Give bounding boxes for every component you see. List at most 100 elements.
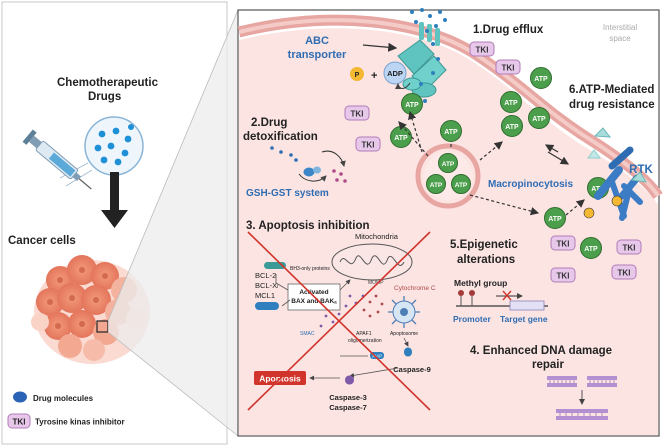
svg-text:oligomerization: oligomerization — [348, 338, 382, 344]
dna-repair-icon — [547, 376, 617, 420]
svg-text:ATP: ATP — [394, 135, 408, 142]
svg-text:TKI: TKI — [351, 110, 364, 119]
svg-text:TKI: TKI — [13, 418, 26, 427]
mechanism-5-label-line1: 5.Epigenetic — [450, 239, 518, 251]
svg-text:TKI: TKI — [618, 269, 631, 278]
svg-text:Caspase-7: Caspase-7 — [329, 403, 367, 412]
macropinocytosis-label: Macropinocytosis — [488, 179, 573, 190]
tki-3: TKI — [344, 105, 370, 121]
tki-2: TKI — [495, 59, 521, 75]
efflux-drug-dots — [410, 8, 447, 103]
cytoplasm — [239, 28, 658, 435]
zoom-wedge — [108, 10, 238, 436]
svg-text:ATP: ATP — [430, 182, 443, 189]
methyl-group-label: Methyl group — [454, 278, 507, 288]
legend: Drug molecules TKI Tyrosine kinas inhibi… — [7, 391, 125, 429]
drug-molecule-legend-icon — [13, 391, 27, 403]
tki-1: TKI — [469, 41, 495, 57]
svg-text:ADP: ADP — [387, 69, 403, 78]
mechanism-2-label-line2: detoxification — [243, 131, 318, 143]
atp-4: ATP — [501, 115, 523, 137]
cancer-cells-label: Cancer cells — [8, 235, 76, 247]
promoter-label: Promoter — [453, 314, 491, 324]
rtk-label: RTK — [629, 164, 653, 176]
abc-transporter-icon — [397, 22, 447, 98]
svg-text:BAX and BAKₐ: BAX and BAKₐ — [291, 298, 337, 305]
tki-4: TKI — [355, 136, 381, 152]
target-gene-label: Target gene — [500, 314, 548, 324]
svg-text:ATP: ATP — [442, 161, 455, 168]
svg-text:Apoptosome: Apoptosome — [390, 331, 418, 337]
mechanism-5-label-line2: alterations — [457, 254, 515, 266]
syringe-icon — [22, 129, 92, 190]
macropinosome-icon: ATP ATP ATP — [415, 143, 481, 209]
phosphate-icon — [350, 67, 364, 81]
svg-text:MCL1: MCL1 — [255, 291, 275, 300]
tki-6: TKI — [616, 239, 642, 255]
drug-dish-icon — [84, 116, 144, 176]
mechanism-3-label: 3. Apoptosis inhibition — [246, 220, 370, 232]
svg-text:TKI: TKI — [557, 240, 570, 249]
svg-text:BCL-2: BCL-2 — [255, 271, 276, 280]
apoptosome-icon — [388, 296, 420, 328]
atp-10: ATP — [580, 237, 602, 259]
svg-text:ATP: ATP — [405, 102, 419, 109]
svg-text:BCL-Xₗ: BCL-Xₗ — [255, 281, 278, 290]
svg-text:TKI: TKI — [476, 46, 489, 55]
mitochondria-icon — [331, 243, 413, 281]
apoptosis-pathway: Mitochondria BCL-2 BCL-Xₗ MCL1 BH3-only … — [247, 231, 436, 412]
down-arrow-icon — [101, 172, 128, 228]
svg-text:XIAP: XIAP — [372, 354, 382, 359]
svg-text:ATP: ATP — [532, 116, 546, 123]
svg-text:ATP: ATP — [444, 129, 458, 136]
abc-label-line1: ABC — [305, 35, 329, 47]
svg-text:ATP: ATP — [584, 246, 598, 253]
svg-text:TKI: TKI — [502, 64, 515, 73]
chemo-label-line1: Chemotherapeutic — [57, 77, 159, 89]
atp-5: ATP — [528, 107, 550, 129]
chemo-label-line2: Drugs — [88, 91, 121, 103]
abc-label-line2: transporter — [288, 49, 347, 61]
mechanism-1-label: 1.Drug efflux — [473, 24, 544, 36]
interstitial-label-line1: Interstitial — [603, 23, 637, 32]
svg-text:MOMP: MOMP — [368, 280, 384, 286]
legend-tki-label: Tyrosine kinas inhibitor — [35, 418, 125, 427]
svg-text:SMAC: SMAC — [300, 331, 315, 337]
left-panel: Chemotherapeutic Drugs — [1, 1, 239, 445]
cell-panel: Interstitial space ABC transporter 1.Dru… — [237, 8, 663, 437]
methyl-group-icon — [458, 290, 464, 296]
mechanism-4-label-line1: 4. Enhanced DNA damage — [470, 345, 612, 357]
svg-text:APAF1: APAF1 — [356, 331, 372, 337]
mechanism-4-label-line2: repair — [532, 359, 564, 371]
tki-badges: TKI TKI TKI TKI TKI TKI TKI TKI — [344, 41, 642, 283]
adp-icon — [383, 61, 407, 85]
svg-text:ATP: ATP — [534, 76, 548, 83]
svg-text:P: P — [355, 72, 360, 79]
interstitial-label-line2: space — [609, 34, 631, 43]
svg-text:+: + — [371, 70, 377, 82]
svg-text:ATP: ATP — [505, 124, 519, 131]
gsh-gst-icon — [270, 146, 347, 183]
svg-text:ATP: ATP — [504, 100, 518, 107]
legend-drug-label: Drug molecules — [33, 394, 94, 403]
svg-text:TKI: TKI — [557, 272, 570, 281]
atp-3: ATP — [500, 91, 522, 113]
svg-text:Caspase-3: Caspase-3 — [329, 393, 367, 402]
tki-8: TKI — [611, 264, 637, 280]
ligand-triangle-icon — [593, 127, 612, 138]
tki-5: TKI — [550, 235, 576, 251]
svg-text:TKI: TKI — [362, 141, 375, 150]
ligand-triangle-icon-2 — [587, 149, 601, 159]
mechanism-2-label-line1: 2.Drug — [251, 117, 287, 129]
svg-text:TKI: TKI — [623, 244, 636, 253]
svg-text:ATP: ATP — [455, 182, 468, 189]
svg-text:BH3-only proteins: BH3-only proteins — [290, 266, 330, 272]
svg-text:Caspase-9: Caspase-9 — [393, 365, 431, 374]
dashed-arrows — [398, 110, 585, 216]
svg-text:ATP: ATP — [548, 216, 562, 223]
svg-text:Activated: Activated — [299, 289, 328, 296]
gene-diagram — [456, 290, 548, 311]
atp-6: ATP — [440, 120, 462, 142]
atp-7: ATP — [390, 126, 412, 148]
